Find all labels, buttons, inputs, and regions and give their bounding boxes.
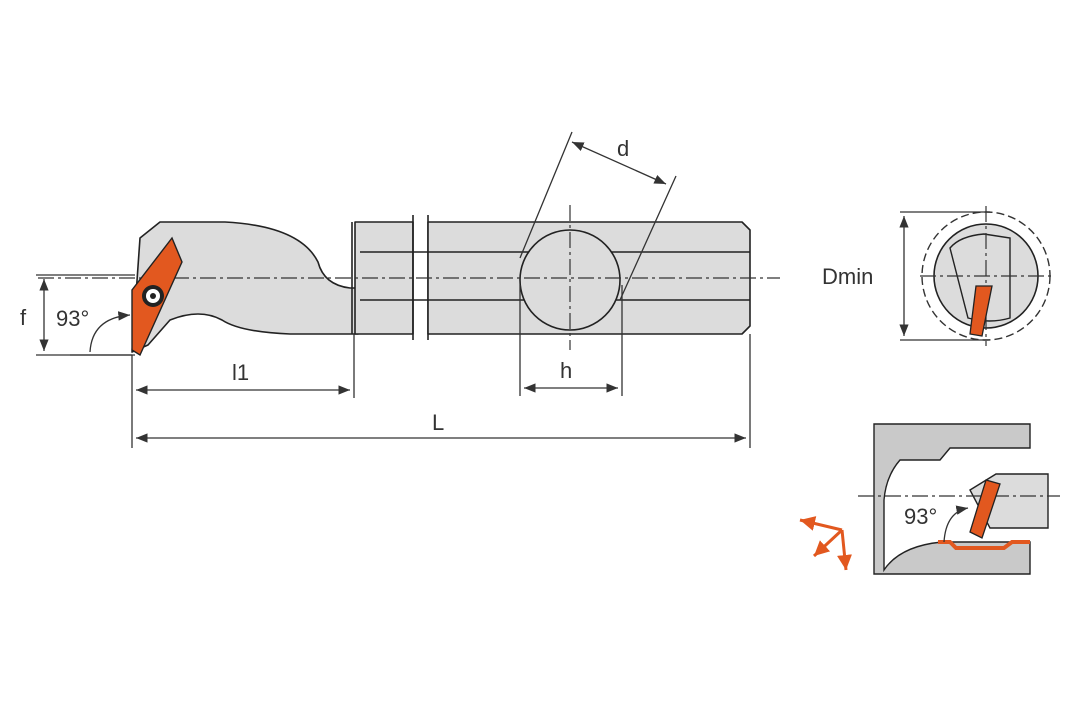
bar-head: [131, 221, 359, 353]
label-h: h: [560, 358, 572, 383]
dimension-h: h: [519, 285, 623, 396]
end-view: Dmin: [822, 206, 1052, 346]
label-l1: l1: [232, 360, 249, 385]
label-L: L: [432, 410, 444, 435]
machined-profile: [938, 540, 1030, 550]
boring-bar-side-view: [38, 205, 780, 357]
dimension-angle-main: 93°: [56, 306, 132, 356]
dimension-L: L: [131, 334, 751, 448]
label-angle-main: 93°: [56, 306, 89, 331]
label-f: f: [20, 305, 27, 330]
feed-direction-arrows-icon: [799, 516, 852, 571]
label-d: d: [617, 136, 629, 161]
label-angle-detail: 93°: [904, 504, 937, 529]
detail-insert: [969, 479, 1001, 539]
insert-screw-icon: [142, 285, 164, 307]
dimension-l1: l1: [131, 334, 355, 398]
label-dmin: Dmin: [822, 264, 873, 289]
end-view-insert: [969, 285, 993, 337]
detail-view: 93°: [858, 423, 1060, 575]
dimension-d: d: [519, 131, 677, 301]
